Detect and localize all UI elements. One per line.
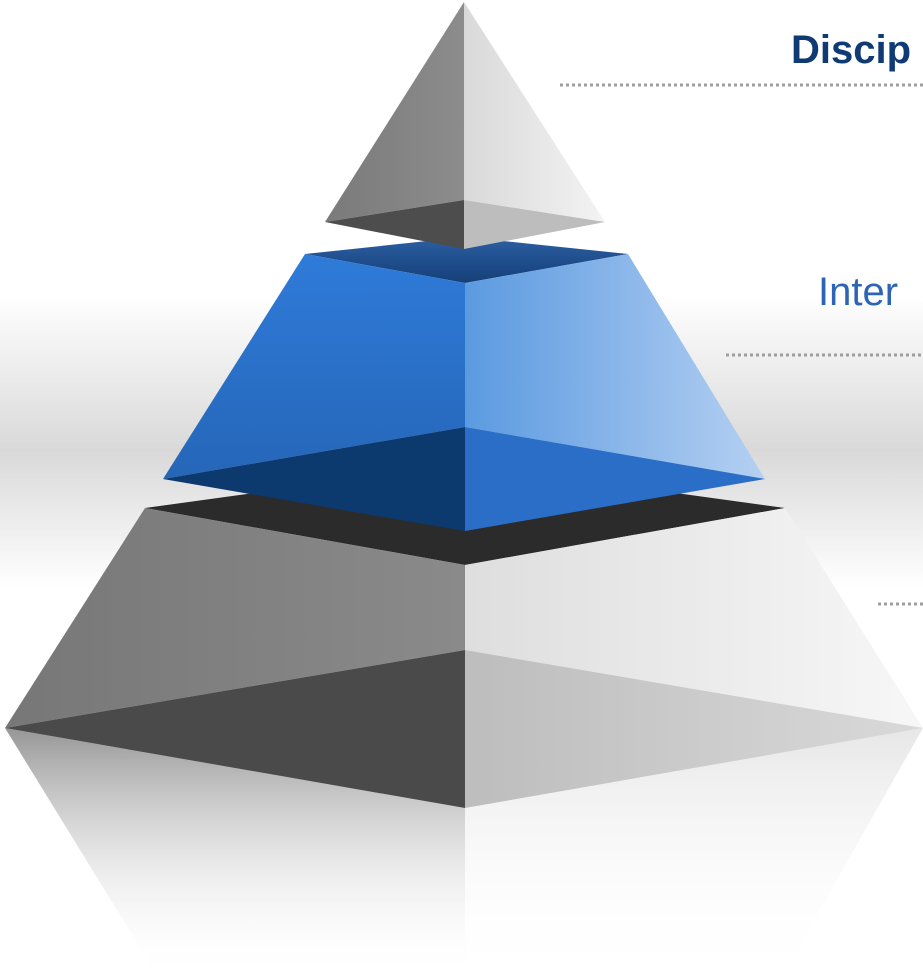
base-tier-bottom-right-face — [465, 650, 923, 808]
top-tier-label: Discip — [791, 28, 912, 72]
top-tier-bottom-left-face — [325, 200, 464, 249]
top-tier — [325, 2, 605, 249]
top-tier-left-face — [325, 2, 464, 222]
top-tier-bottom-right-face — [464, 200, 605, 249]
middle-tier-label: Inter — [818, 270, 899, 314]
base-tier-left-face — [5, 508, 465, 728]
base-tier-right-face — [465, 508, 923, 728]
middle-tier-left-face — [163, 254, 465, 479]
base-tier-bottom-left-face — [5, 650, 465, 808]
middle-tier-bottom-left-face — [163, 427, 465, 531]
top-tier-right-face — [464, 2, 605, 222]
middle-tier-top-face — [305, 237, 628, 283]
middle-tier-right-face — [465, 254, 765, 479]
middle-tier — [163, 237, 765, 531]
pyramid-reflection — [5, 728, 923, 980]
middle-tier-bottom-right-face — [465, 427, 765, 531]
